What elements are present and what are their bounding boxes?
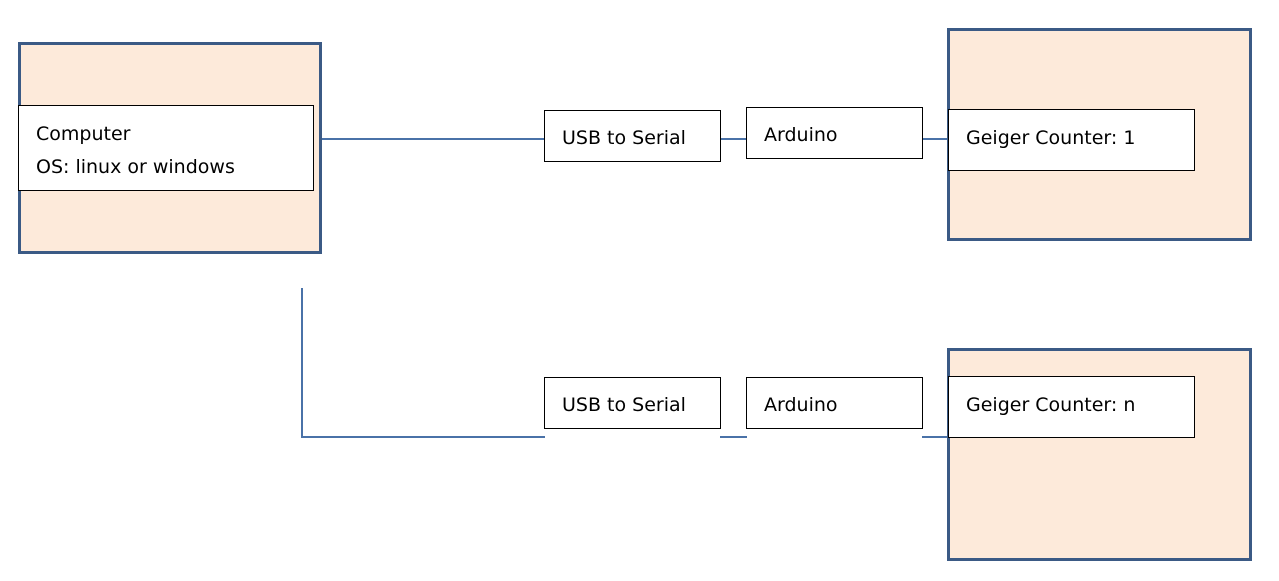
geiger-counter-label-1: Geiger Counter: 1 bbox=[966, 127, 1136, 149]
usb-to-serial-label-1: USB to Serial bbox=[562, 127, 686, 149]
geiger-counter-box-1: Geiger Counter: 1 bbox=[948, 109, 1195, 171]
usb-to-serial-box-1: USB to Serial bbox=[544, 110, 721, 162]
arduino-box-1: Arduino bbox=[746, 107, 923, 159]
computer-name: Computer bbox=[36, 123, 131, 145]
arduino-label-n: Arduino bbox=[764, 394, 838, 416]
computer-label-box: Computer OS: linux or windows bbox=[18, 105, 314, 191]
geiger-counter-box-n: Geiger Counter: n bbox=[948, 376, 1195, 438]
usb-to-serial-box-n: USB to Serial bbox=[544, 377, 721, 429]
connector-computer-to-usb-n bbox=[301, 288, 545, 438]
computer-os: OS: linux or windows bbox=[36, 156, 235, 179]
arduino-label-1: Arduino bbox=[764, 124, 838, 146]
arduino-box-n: Arduino bbox=[746, 377, 923, 429]
geiger-counter-label-n: Geiger Counter: n bbox=[966, 394, 1136, 416]
usb-to-serial-label-n: USB to Serial bbox=[562, 394, 686, 416]
